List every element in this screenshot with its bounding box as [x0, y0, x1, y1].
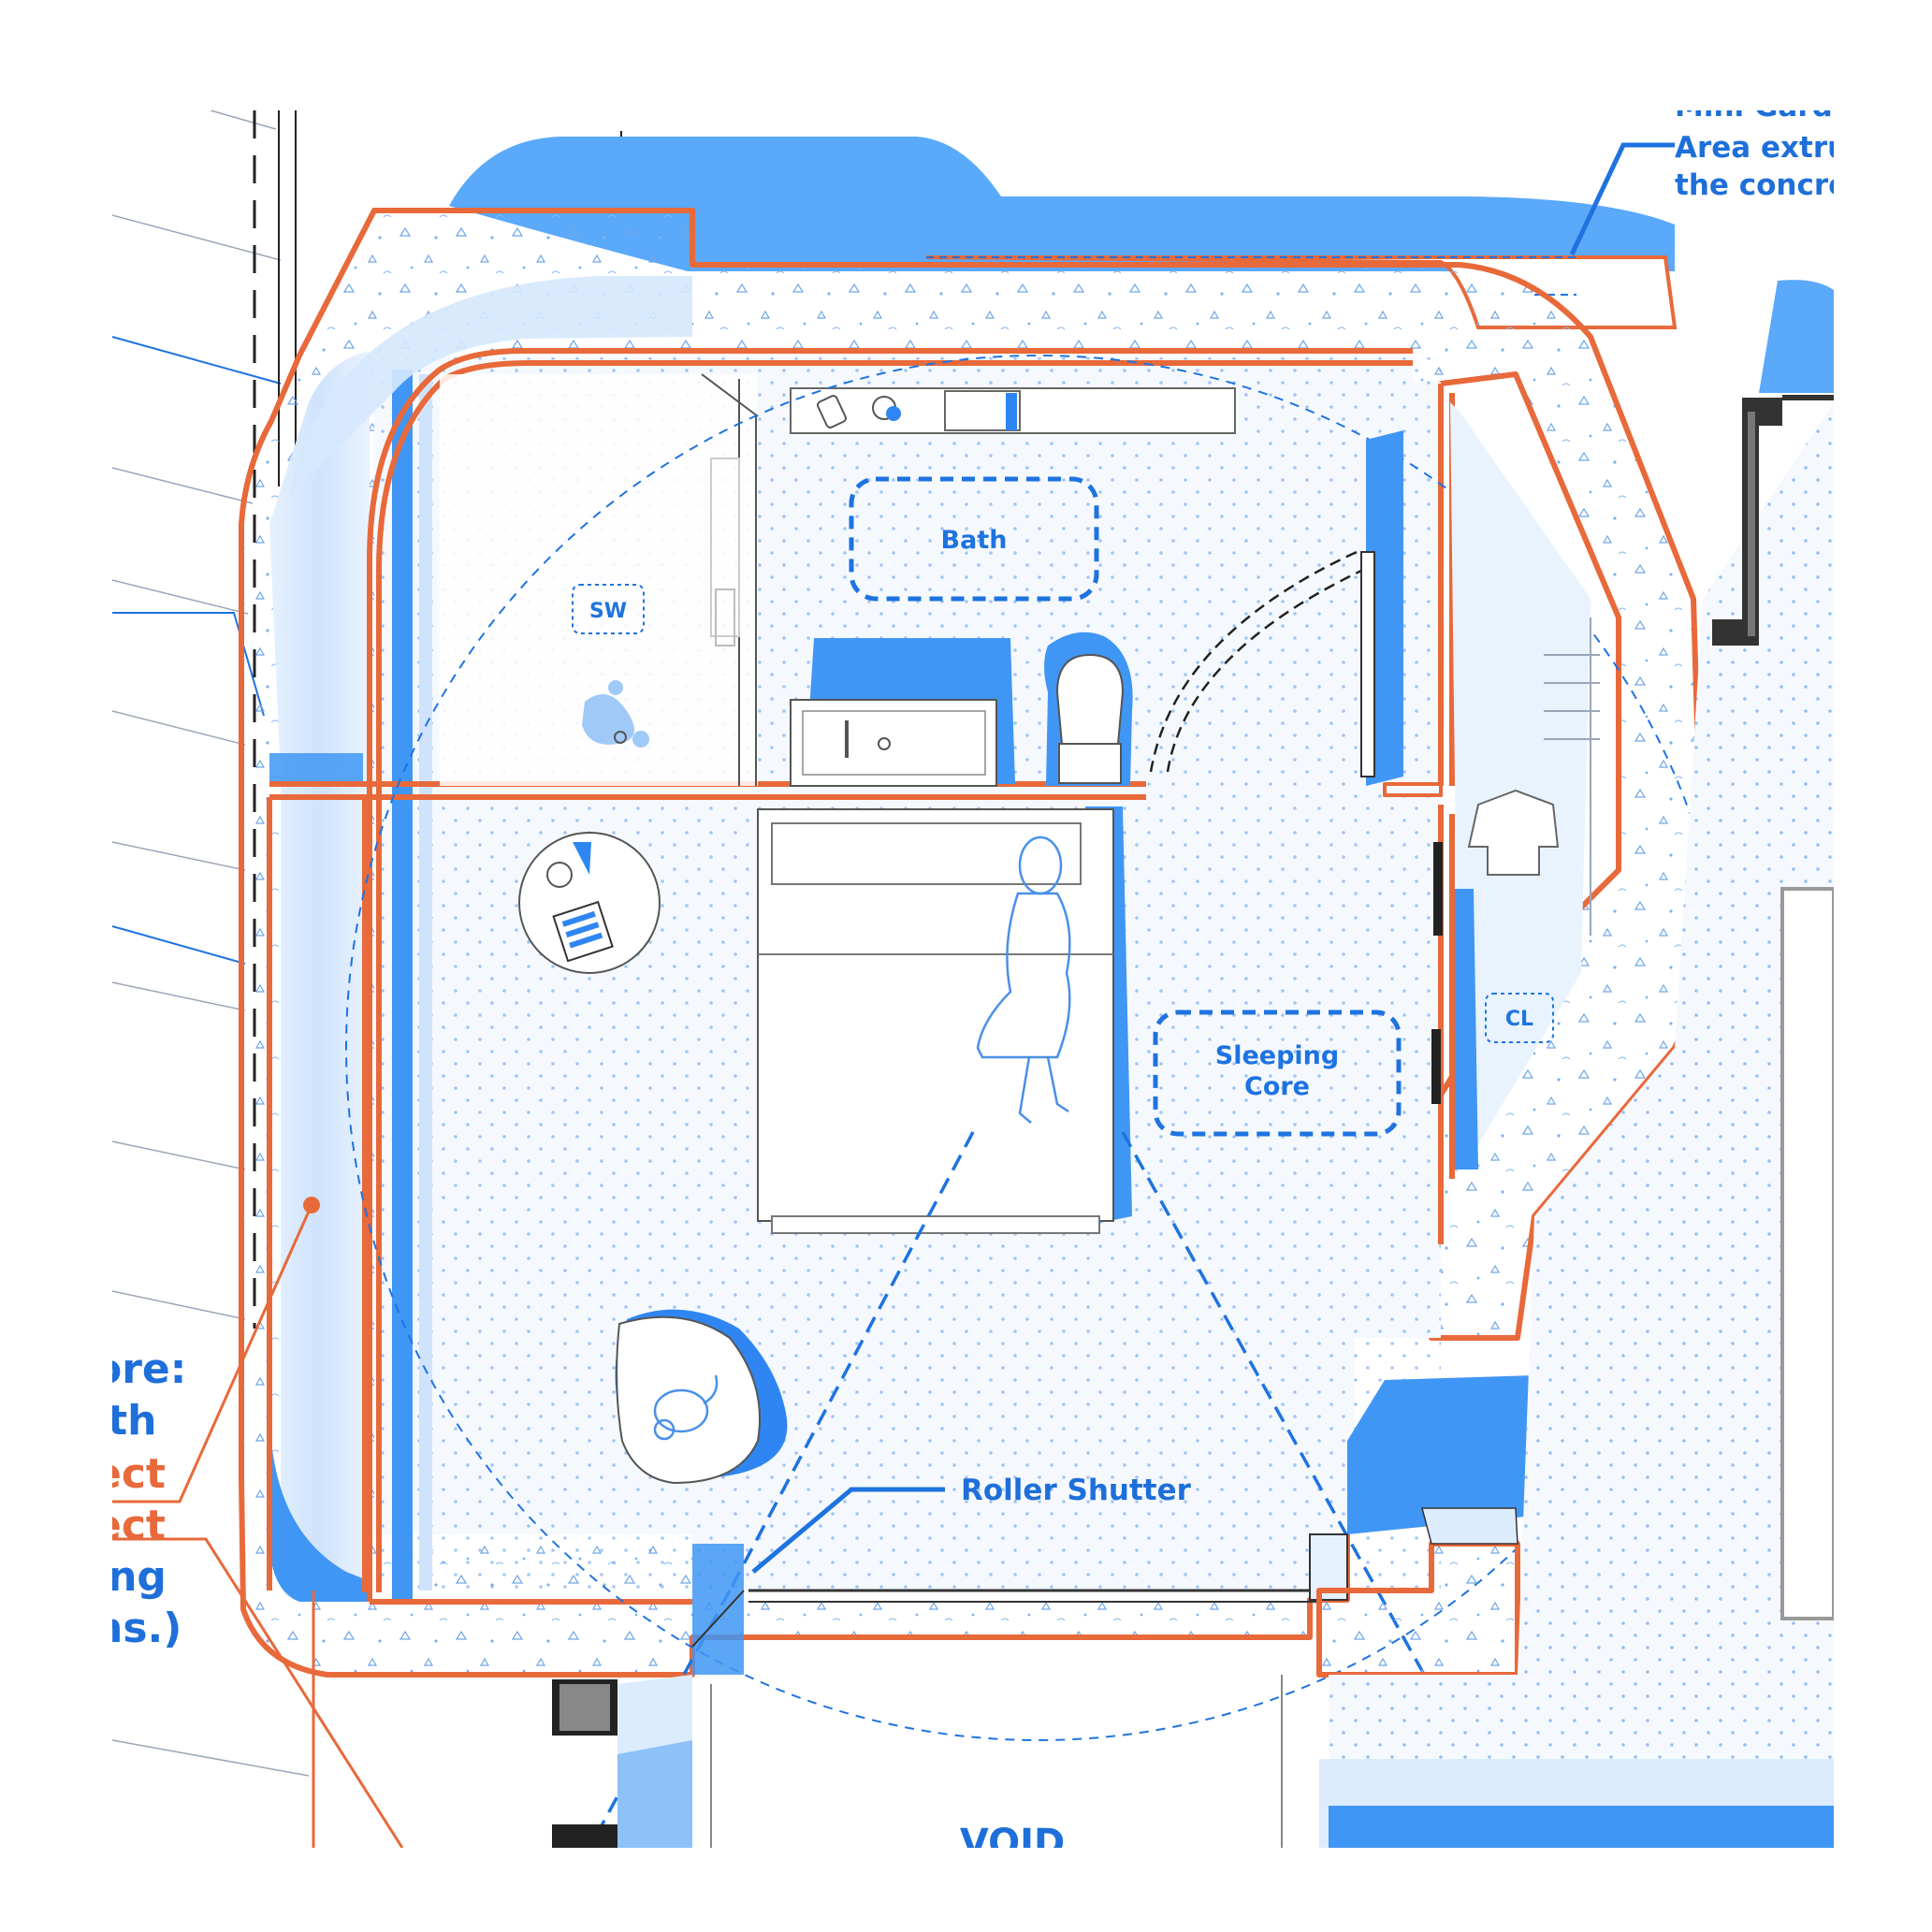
bottom-structure: [552, 1675, 1834, 1848]
closet-door: [1360, 551, 1375, 777]
right-parapet: [1712, 395, 1834, 646]
wall-core-leader: [112, 1204, 313, 1503]
person-sleeping-icon: [976, 835, 1071, 1124]
mouse-icon: [872, 396, 901, 421]
sw-label: SW: [589, 600, 627, 623]
book-icon: [552, 900, 614, 963]
sleeping-label-line1: Sleeping: [1215, 1041, 1339, 1070]
entry-blue-floor: [1347, 1375, 1553, 1534]
cl-label: CL: [1505, 1008, 1533, 1031]
side-table: [518, 832, 661, 974]
garden-label-line2: the concret: [1675, 168, 1862, 202]
wall-core-leader-2: [112, 1537, 404, 1849]
sleeping-core-zone: [1153, 1010, 1402, 1137]
top-cavity: [290, 276, 692, 496]
roller-shutter-label: Roller Shutter: [961, 1474, 1192, 1507]
window-frame: [691, 1533, 1348, 1675]
mini-garden-area: [449, 137, 1675, 271]
right-panel: [1780, 887, 1836, 1620]
closet-rail: [1544, 617, 1600, 936]
right-edge-blob: [1759, 280, 1834, 393]
left-hatch-lines: [111, 109, 310, 1777]
cl-zone: [1485, 993, 1554, 1043]
bath-label: Bath: [941, 526, 1008, 555]
sleeping-label-line2: Core: [1244, 1072, 1310, 1101]
bathtub: [790, 699, 997, 787]
sw-zone: [572, 584, 645, 634]
bath-zone: [849, 476, 1099, 602]
shower-partition: [701, 373, 759, 786]
garden-label-line1: Area extruc: [1675, 131, 1866, 165]
left-cavity-wall: [269, 351, 370, 1602]
cat-icon: [653, 1374, 719, 1441]
roller-shutter-leader: [751, 1487, 945, 1574]
shower-drain-icon: [582, 680, 649, 748]
shirt-icon: [1467, 789, 1560, 876]
phone-icon: [817, 395, 847, 429]
door-swing: [1149, 550, 1362, 773]
garden-leader: [1569, 142, 1675, 256]
